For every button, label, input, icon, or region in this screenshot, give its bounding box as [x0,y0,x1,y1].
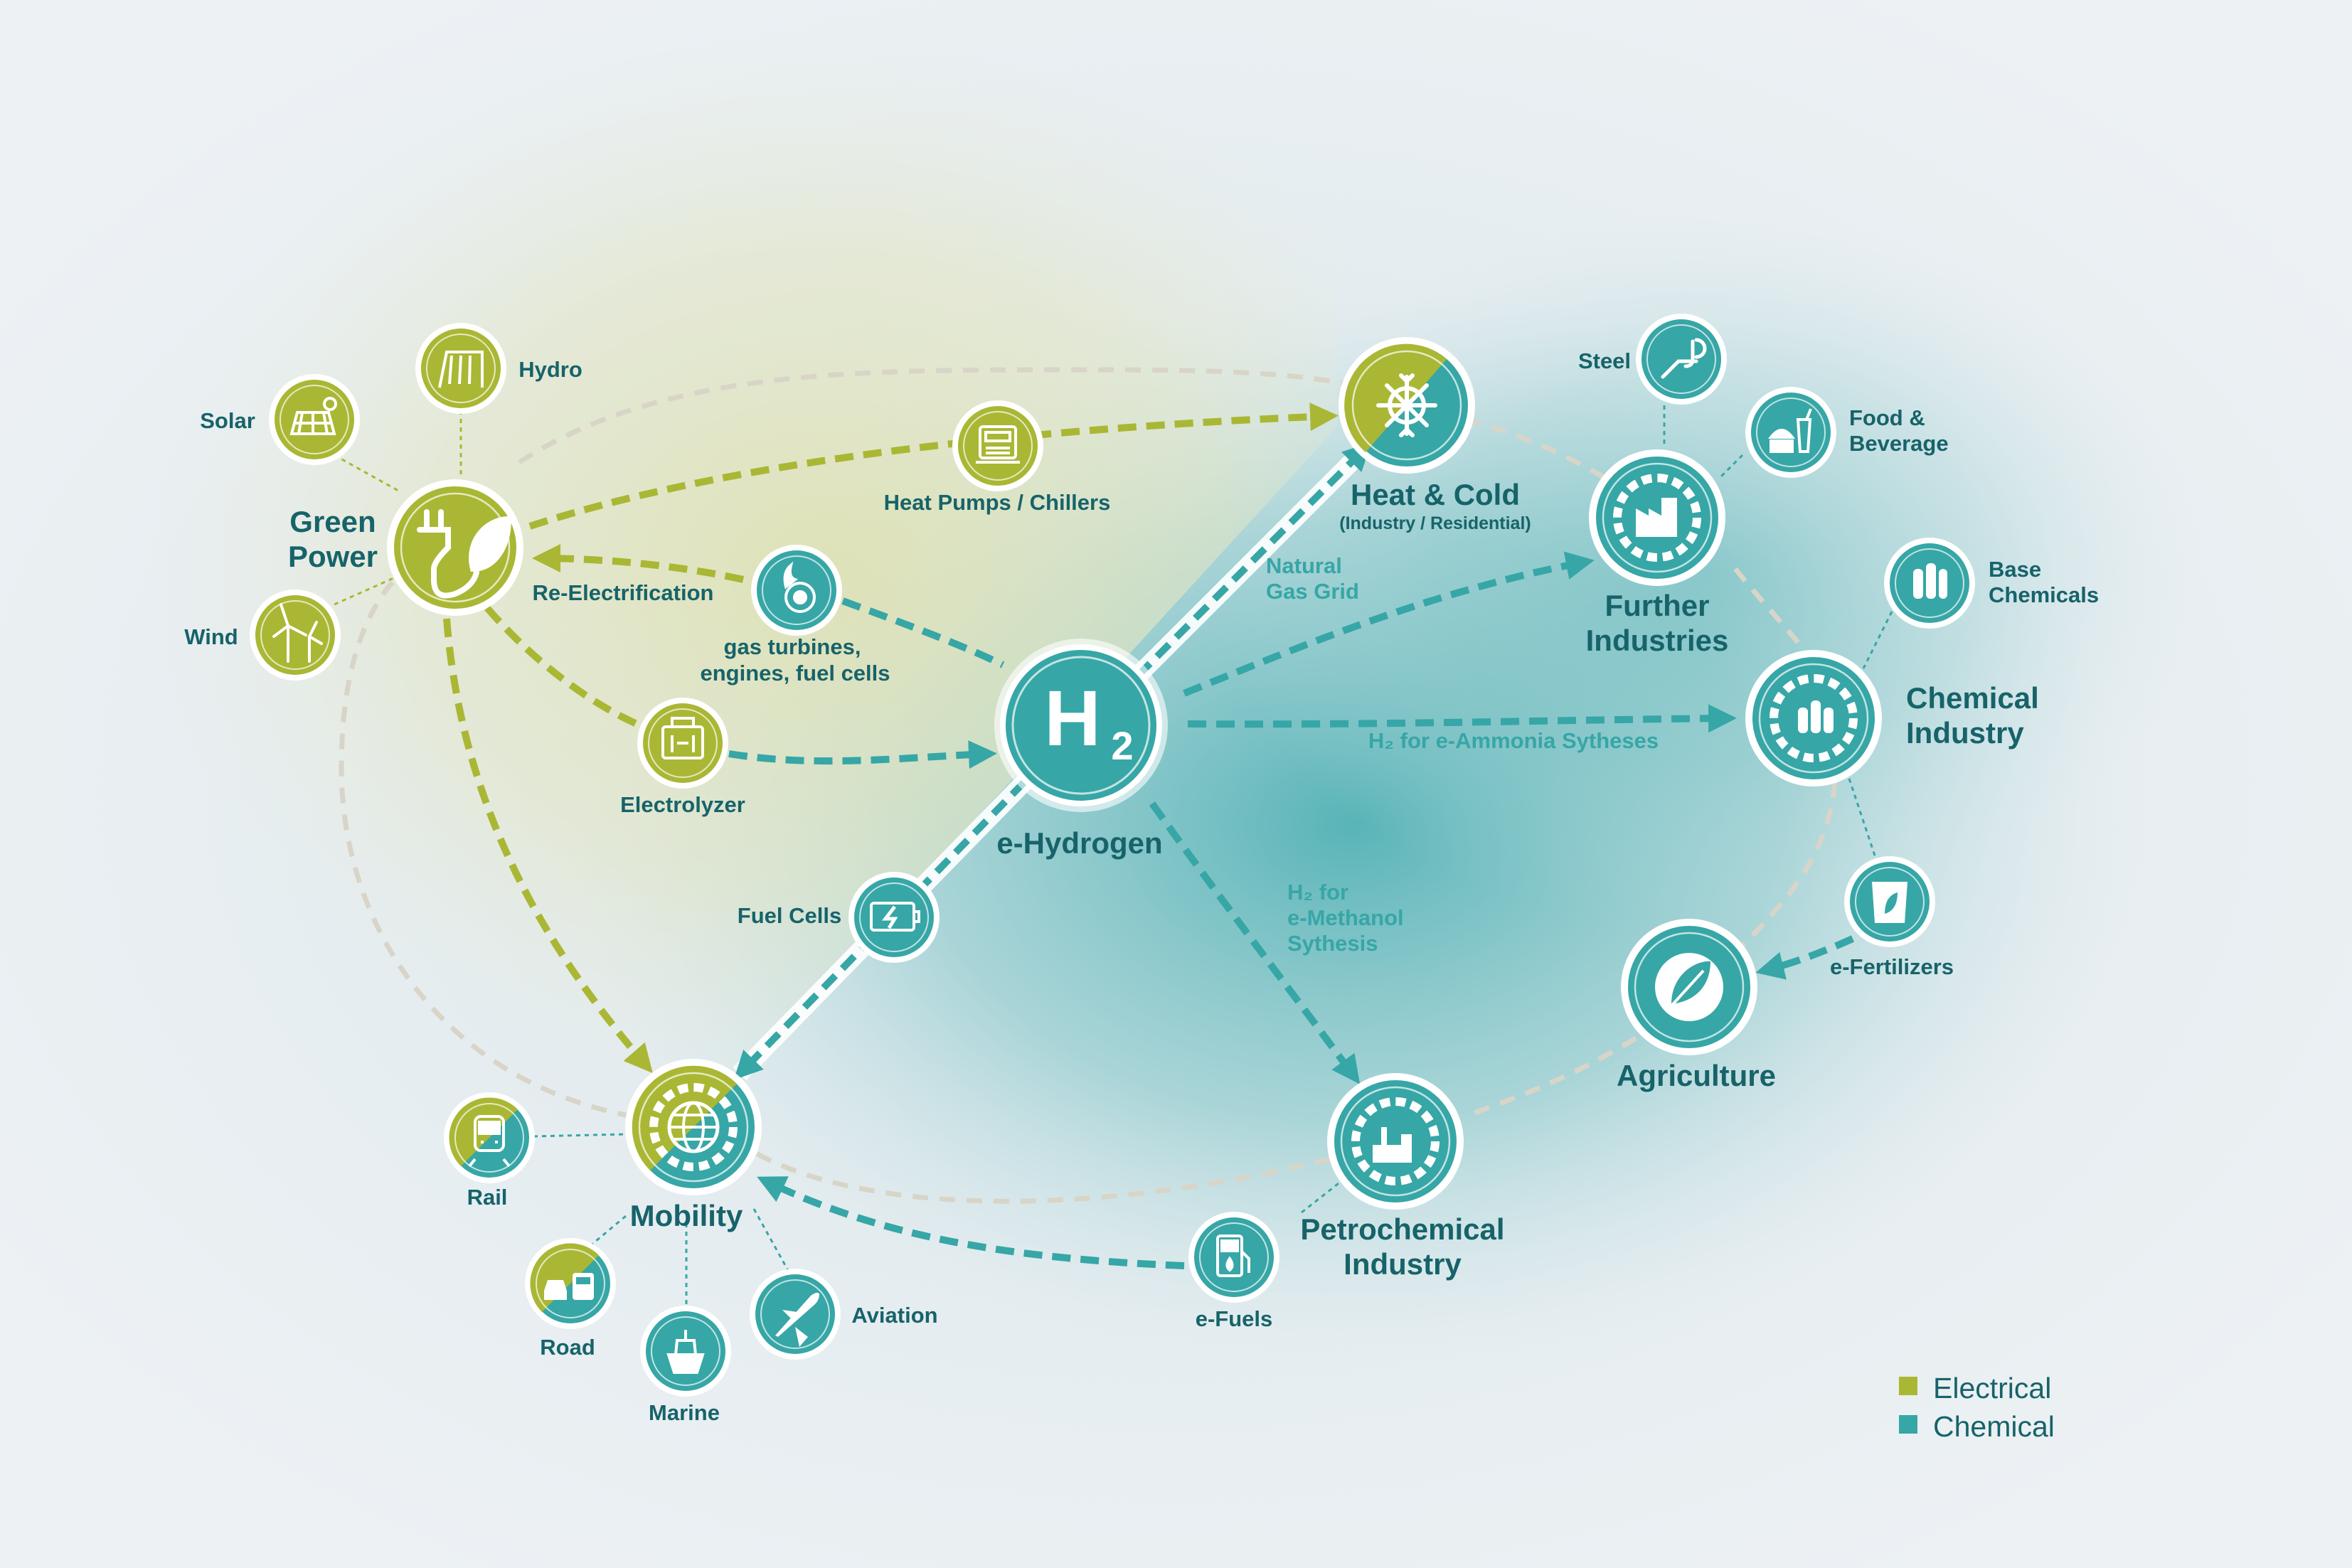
solar-node[interactable]: Solar [200,374,360,465]
food-label-1: Food & [1849,405,1925,430]
further-industries-node[interactable]: Further Industries [1586,449,1729,657]
marine-node[interactable]: Marine [640,1306,731,1425]
fertilizers-node[interactable]: e-Fertilizers [1830,856,1954,979]
electrical-flows [443,402,1339,1074]
legend-swatch-chemical [1899,1415,1917,1434]
wind-label: Wind [184,624,238,649]
legend-electrical-label: Electrical [1933,1372,2051,1404]
agriculture-label: Agriculture [1617,1059,1776,1092]
turbine-icon [783,561,816,613]
hydro-label: Hydro [518,357,582,382]
agriculture-node[interactable]: Agriculture [1617,919,1776,1092]
chemical-gear-icon [1770,674,1858,762]
rail-label: Rail [467,1185,508,1210]
electrolyzer-label: Electrolyzer [620,792,745,817]
re-electrification-label: Re-Electrification [533,580,714,605]
food-label-2: Beverage [1849,431,1949,456]
train-icon [468,1115,511,1168]
green-power-label-1: Green [289,505,376,538]
aviation-label: Aviation [851,1303,937,1328]
electrolyzer-node[interactable]: Electrolyzer [620,698,745,817]
hydrogen-symbol: H [1044,675,1100,762]
wind-turbine-icon [272,603,323,663]
leaf-icon [1655,953,1723,1021]
methanol-label-2: e-Methanol [1287,905,1404,930]
steel-label: Steel [1578,348,1631,373]
heat-cold-node[interactable]: Heat & Cold (Industry / Residential) [1339,337,1531,533]
car-truck-icon [544,1273,594,1300]
legend-swatch-electrical [1899,1377,1917,1395]
marine-label: Marine [649,1400,720,1425]
legend: Electrical Chemical [1899,1372,2055,1443]
natural-gas-grid-label-1: Natural [1266,553,1342,578]
plug-leaf-icon [417,509,512,599]
wind-node[interactable]: Wind [184,590,341,681]
fertilizers-label: e-Fertilizers [1830,954,1954,979]
heat-cold-sublabel: (Industry / Residential) [1339,513,1531,533]
methanol-label-1: H₂ for [1287,880,1348,905]
hydrogen-subscript: 2 [1111,723,1133,768]
road-node[interactable]: Road [525,1238,616,1360]
green-power-node[interactable]: Green Power [288,479,523,616]
mobility-node[interactable]: Mobility [625,1059,762,1232]
base-chemicals-label-1: Base [1989,557,2041,582]
fuel-cells-node[interactable]: Fuel Cells [738,872,940,963]
hydrogen-label: e-Hydrogen [996,826,1162,860]
dam-icon [438,351,484,388]
base-chemicals-node[interactable]: Base Chemicals [1884,538,2099,629]
factory-gear-icon [1613,474,1701,562]
electrolyzer-icon [661,717,704,759]
food-node[interactable]: Food & Beverage [1745,387,1949,478]
steel-ladle-icon [1661,338,1707,379]
petrochemical-label-1: Petrochemical [1300,1212,1504,1246]
chemical-industry-node[interactable]: Chemical Industry [1745,650,2039,786]
heat-cold-label: Heat & Cold [1351,478,1520,511]
solar-panel-icon [289,397,337,435]
refinery-gear-icon [1351,1097,1440,1185]
green-power-label-2: Power [288,540,378,573]
gas-turbines-label-1: gas turbines, [724,634,861,659]
battery-charge-icon [870,902,920,932]
rail-node[interactable]: Rail [444,1092,535,1210]
heat-pump-icon [976,425,1020,464]
hydrogen-hub[interactable]: H 2 e-Hydrogen [994,639,1168,860]
airplane-icon [775,1292,819,1347]
ship-icon [666,1330,705,1374]
chemical-industry-label-2: Industry [1906,716,2024,750]
hydro-node[interactable]: Hydro [415,323,582,414]
further-industries-label-2: Industries [1586,624,1729,657]
fuel-pump-icon [1216,1234,1250,1277]
gas-turbines-label-2: engines, fuel cells [700,661,890,686]
petrochemical-node[interactable]: Petrochemical Industry [1300,1073,1505,1281]
fuel-cells-label: Fuel Cells [738,903,841,928]
globe-gear-icon [649,1083,738,1171]
ammonia-label: H₂ for e-Ammonia Sytheses [1368,728,1659,753]
efuels-node[interactable]: e-Fuels [1188,1212,1279,1331]
steel-node[interactable]: Steel [1578,314,1727,405]
sun-snowflake-icon [1376,373,1437,437]
legend-chemical-label: Chemical [1933,1410,2055,1443]
chemical-flows [728,551,1855,1269]
aviation-node[interactable]: Aviation [750,1269,938,1360]
gas-cylinders-icon [1913,563,1947,599]
base-chemicals-label-2: Chemicals [1989,582,2099,607]
heat-pumps-label: Heat Pumps / Chillers [884,490,1111,515]
natural-gas-grid-label-2: Gas Grid [1266,579,1359,604]
further-industries-label-1: Further [1605,589,1710,622]
methanol-label-3: Sythesis [1287,931,1378,956]
petrochemical-label-2: Industry [1343,1247,1462,1281]
heat-pumps-node[interactable]: Heat Pumps / Chillers [884,400,1111,515]
fertilizer-bag-icon [1872,882,1907,923]
gas-turbines-node[interactable]: gas turbines, engines, fuel cells [700,545,890,686]
solar-label: Solar [200,408,255,433]
mobility-label: Mobility [630,1199,743,1232]
chemical-industry-label-1: Chemical [1906,681,2039,715]
road-label: Road [540,1335,595,1360]
efuels-label: e-Fuels [1196,1306,1273,1331]
food-icon [1767,408,1812,453]
